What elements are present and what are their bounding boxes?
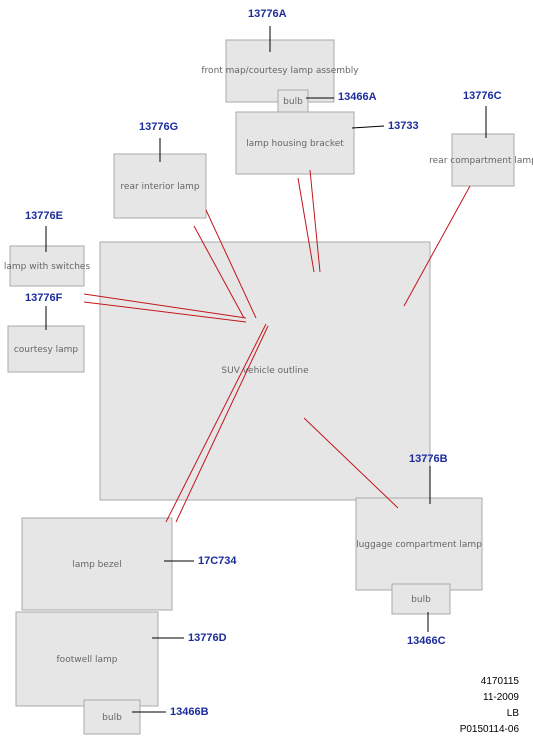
indicator-13776C: [403, 185, 471, 307]
placeholder-bezel-17C734: lamp bezel: [21, 517, 173, 611]
svg-text:front map/courtesy lamp assemb: front map/courtesy lamp assembly: [201, 66, 359, 76]
footer-market: LB: [506, 708, 519, 719]
svg-text:lamp with switches: lamp with switches: [4, 262, 91, 272]
placeholder-lamp-13776C: rear compartment lamp: [429, 133, 533, 187]
footer-code: 4170115: [480, 676, 519, 687]
svg-text:SUV vehicle outline: SUV vehicle outline: [221, 366, 309, 376]
callout-13466C: 13466C: [407, 635, 446, 647]
svg-text:courtesy lamp: courtesy lamp: [14, 345, 79, 355]
svg-text:lamp housing bracket: lamp housing bracket: [246, 139, 344, 149]
placeholder-lamp-13776D: footwell lamp: [15, 611, 159, 707]
leader-13733: [351, 125, 385, 129]
svg-text:rear interior lamp: rear interior lamp: [120, 182, 199, 192]
indicator-13776G-b: [205, 209, 257, 319]
svg-text:lamp bezel: lamp bezel: [72, 560, 121, 570]
placeholder-lamp-13776B: luggage compartment lamp: [355, 497, 483, 591]
indicator-13733-a: [297, 177, 315, 273]
svg-text:footwell lamp: footwell lamp: [57, 655, 118, 665]
placeholder-bulb-13466B: bulb: [83, 699, 141, 735]
indicator-13776F-b: [83, 301, 247, 323]
callout-13776D: 13776D: [188, 632, 227, 644]
placeholder-lamp-13776E: lamp with switches: [4, 245, 91, 287]
indicator-13776F-a: [83, 293, 247, 319]
callout-17C734: 17C734: [198, 555, 237, 567]
footer-date: 11-2009: [483, 692, 519, 703]
svg-text:bulb: bulb: [283, 97, 303, 107]
svg-text:bulb: bulb: [411, 595, 431, 605]
indicator-13733-b: [309, 169, 321, 273]
placeholder-lamp-13776F: courtesy lamp: [7, 325, 85, 373]
indicator-17C734-a: [165, 323, 267, 523]
placeholder-lamp-13776G: rear interior lamp: [113, 153, 207, 219]
callout-13776C: 13776C: [463, 90, 502, 102]
callout-13466B: 13466B: [170, 706, 209, 718]
callout-13733: 13733: [388, 120, 419, 132]
callout-13776G: 13776G: [139, 121, 179, 133]
callout-13466A: 13466A: [338, 91, 377, 103]
indicator-17C734-b: [175, 325, 269, 523]
indicator-lines: [83, 169, 471, 523]
placeholder-housing-13733: lamp housing bracket: [235, 111, 355, 175]
callout-13776B: 13776B: [409, 453, 448, 465]
placeholder-vehicle: SUV vehicle outline: [99, 241, 431, 501]
svg-text:rear compartment lamp: rear compartment lamp: [429, 156, 533, 166]
svg-text:bulb: bulb: [102, 713, 122, 723]
indicator-13776B: [303, 417, 399, 509]
placeholder-bulb-13466A: bulb: [277, 89, 309, 113]
footer-illustration-id: P0150114-06: [459, 724, 519, 735]
svg-text:luggage compartment lamp: luggage compartment lamp: [356, 540, 482, 550]
callout-13776A: 13776A: [248, 8, 287, 20]
placeholder-bulb-13466C: bulb: [391, 583, 451, 615]
leader-lines: [45, 26, 487, 713]
callout-13776E: 13776E: [25, 210, 63, 222]
indicator-13776G-a: [193, 225, 245, 319]
callout-13776F: 13776F: [25, 292, 63, 304]
